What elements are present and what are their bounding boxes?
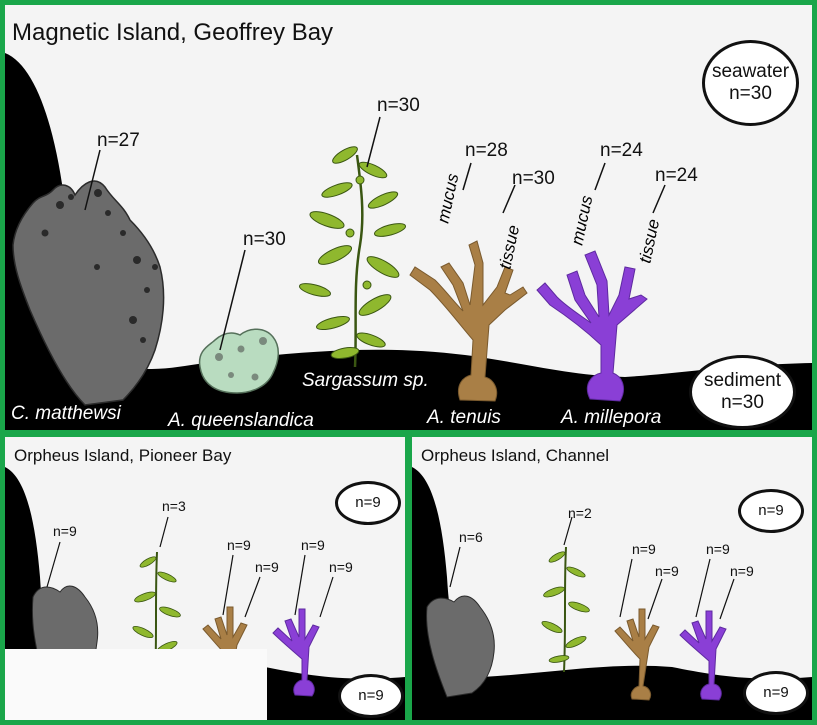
pioneer-a-millepora-mucus-n: n=9 bbox=[301, 537, 325, 553]
channel-sargassum-n: n=2 bbox=[568, 505, 592, 521]
channel-a-tenuis-mucus-n: n=9 bbox=[632, 541, 656, 557]
channel-seawater-n: n=9 bbox=[758, 502, 784, 520]
sargassum-name: Sargassum sp. bbox=[302, 370, 429, 391]
channel-sediment-badge: n=9 bbox=[743, 671, 809, 715]
panel-channel: Orpheus Island, Channel n=9 n=9 n=6 n=2 … bbox=[412, 437, 812, 720]
a-millepora-coral bbox=[536, 250, 648, 402]
a-tenuis-name: A. tenuis bbox=[427, 407, 501, 428]
channel-a-millepora-mucus-n: n=9 bbox=[706, 541, 730, 557]
seawater-label: seawater bbox=[711, 61, 790, 83]
channel-title: Orpheus Island, Channel bbox=[421, 446, 610, 465]
a-millepora-tissue-n: n=24 bbox=[655, 165, 698, 186]
a-queenslandica-name: A. queenslandica bbox=[168, 410, 314, 430]
pioneer-sediment-badge: n=9 bbox=[338, 674, 404, 718]
pioneer-c-matthewsi-n: n=9 bbox=[53, 523, 77, 539]
a-millepora-mucus-n: n=24 bbox=[600, 140, 643, 161]
panel-pioneer-bay: Orpheus Island, Pioneer Bay n=9 n=9 n=9 … bbox=[5, 437, 405, 720]
a-tenuis-coral bbox=[409, 240, 528, 402]
pioneer-a-tenuis-mucus-n: n=9 bbox=[227, 537, 251, 553]
a-tenuis-mucus-n: n=28 bbox=[465, 140, 508, 161]
a-tenuis-tissue-n: n=30 bbox=[512, 168, 555, 189]
sargassum-n: n=30 bbox=[377, 95, 420, 116]
c-matthewsi-n: n=27 bbox=[97, 130, 140, 151]
main-scene bbox=[5, 53, 812, 430]
channel-c-matthewsi-n: n=6 bbox=[459, 529, 483, 545]
pointer-lines bbox=[84, 116, 666, 351]
c-matthewsi-name: C. matthewsi bbox=[11, 403, 121, 424]
a-queenslandica-sponge bbox=[198, 328, 279, 394]
sargassum-plant bbox=[298, 146, 407, 368]
pioneer-sargassum-n: n=3 bbox=[162, 498, 186, 514]
pioneer-title: Orpheus Island, Pioneer Bay bbox=[14, 446, 232, 465]
page-title: Magnetic Island, Geoffrey Bay bbox=[12, 19, 334, 46]
channel-sediment-n: n=9 bbox=[763, 684, 789, 702]
channel-seawater-badge: n=9 bbox=[738, 489, 804, 533]
channel-a-tenuis-tissue-n: n=9 bbox=[655, 563, 679, 579]
a-queenslandica-n: n=30 bbox=[243, 229, 286, 250]
c-matthewsi-rock bbox=[12, 180, 165, 406]
pioneer-seawater-badge: n=9 bbox=[335, 481, 401, 525]
pioneer-a-tenuis-tissue-n: n=9 bbox=[255, 559, 279, 575]
a-millepora-name: A. millepora bbox=[561, 407, 662, 428]
channel-a-millepora-tissue-n: n=9 bbox=[730, 563, 754, 579]
pioneer-seawater-n: n=9 bbox=[355, 494, 381, 512]
sediment-label: sediment bbox=[703, 370, 782, 392]
seawater-n: n=30 bbox=[729, 83, 772, 104]
sediment-n: n=30 bbox=[721, 392, 764, 413]
occlusion-patch bbox=[5, 649, 267, 720]
pioneer-a-millepora-tissue-n: n=9 bbox=[329, 559, 353, 575]
pioneer-sediment-n: n=9 bbox=[358, 687, 384, 705]
